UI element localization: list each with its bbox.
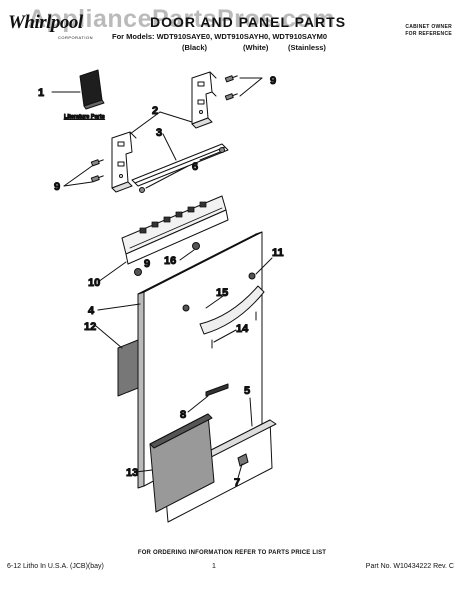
part-number: Part No. W10434222 Rev. C <box>365 563 454 570</box>
callout-screws-top: 9 <box>270 75 276 87</box>
callout-grommet: 16 <box>164 255 176 267</box>
watermark: AppliancePartsPros.com <box>28 5 335 33</box>
callout-insulation: 12 <box>84 321 96 333</box>
callout-handle-cap: 14 <box>236 323 249 335</box>
page-title: DOOR AND PANEL PARTS <box>150 14 347 30</box>
part-control-panel <box>121 195 229 265</box>
part-screws-left <box>90 159 104 183</box>
callout-door-panel: 4 <box>88 305 95 317</box>
callout-handle-screws: 11 <box>272 247 284 259</box>
part-handle-screws <box>182 272 256 312</box>
corner-note-2: FOR REFERENCE <box>405 31 452 37</box>
part-insulation-pad <box>117 339 139 397</box>
variant-stainless: (Stainless) <box>288 43 326 52</box>
callout-rail: 3 <box>156 127 162 139</box>
part-support-rail <box>131 143 229 187</box>
part-mounting-bracket-left <box>111 131 137 193</box>
page-number: 1 <box>212 563 216 570</box>
variant-black: (Black) <box>182 43 208 52</box>
callout-literature: 1 <box>38 87 44 99</box>
part-mounting-bracket-right <box>191 71 217 129</box>
variant-white: (White) <box>243 43 269 52</box>
callout-handle: 15 <box>216 287 228 299</box>
part-door-handle <box>199 285 265 349</box>
part-panel-fasteners <box>134 242 200 276</box>
callout-lower-panel: 5 <box>244 385 250 397</box>
ordering-note: FOR ORDERING INFORMATION REFER TO PARTS … <box>137 550 327 556</box>
corner-note-1: CABINET OWNER <box>405 24 452 30</box>
callout-trim-strip: 8 <box>180 409 186 421</box>
part-toe-insulation <box>149 413 215 513</box>
litho-info: 6-12 Litho In U.S.A. (JCB)(bay) <box>7 563 104 570</box>
callout-control-panel: 10 <box>88 277 100 289</box>
literature-parts-label: Literature Parts <box>64 114 105 120</box>
part-lower-screw <box>237 453 249 467</box>
callout-screws-left: 9 <box>54 181 60 193</box>
part-rail-screws <box>139 147 225 193</box>
callout-panel-screws: 9 <box>144 258 150 270</box>
part-screws-top <box>224 75 238 101</box>
brand-subtitle: CORPORATION <box>58 35 93 40</box>
callout-toe-insulation: 13 <box>126 467 138 479</box>
part-literature-booklet <box>51 69 105 110</box>
brand-logo: Whirlpool <box>8 12 83 33</box>
callout-rail-screws: 6 <box>192 161 198 173</box>
callout-brackets: 2 <box>152 105 158 117</box>
part-trim-strip <box>205 383 229 397</box>
models-line: For Models: WDT910SAYE0, WDT910SAYH0, WD… <box>112 32 328 41</box>
callout-lower-screw: 7 <box>234 477 240 489</box>
